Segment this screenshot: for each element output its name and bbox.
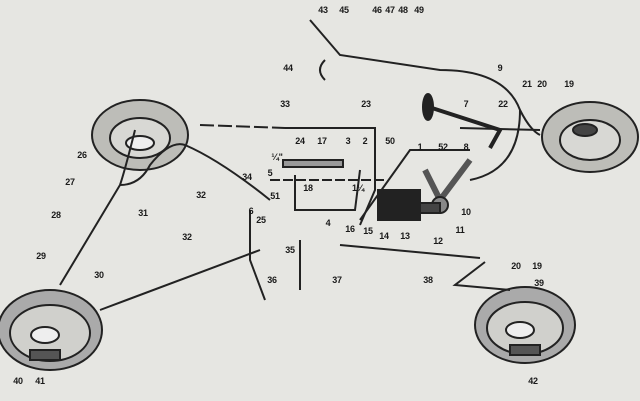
part-label: 13 [400, 231, 410, 241]
brake-lines [59, 19, 541, 311]
part-label: 46 [372, 5, 382, 15]
part-label: 1¼ [352, 183, 364, 193]
part-label: 15 [363, 226, 373, 236]
part-label: 17 [317, 136, 327, 146]
part-label: 50 [385, 136, 395, 146]
part-label: 36 [267, 275, 277, 285]
rear-right-brake-assembly [474, 286, 576, 364]
part-label: 21 [522, 79, 532, 89]
part-label: 38 [423, 275, 433, 285]
part-label: 44 [283, 63, 293, 73]
part-label: 7 [463, 99, 469, 109]
part-label: 20 [511, 261, 521, 271]
part-label: 6 [248, 206, 254, 216]
part-label: 10 [461, 207, 471, 217]
part-label: 3 [345, 136, 351, 146]
part-label: 37 [332, 275, 342, 285]
part-label: 30 [94, 270, 104, 280]
part-label: 33 [280, 99, 290, 109]
part-label: 16 [345, 224, 355, 234]
part-label: 28 [51, 210, 61, 220]
part-label: 27 [65, 177, 75, 187]
part-label: 42 [528, 376, 538, 386]
part-label: 49 [414, 5, 424, 15]
part-label: 39 [534, 278, 544, 288]
part-label: 11 [455, 225, 465, 235]
front-left-brake-drum [91, 99, 189, 171]
part-label: 47 [385, 5, 395, 15]
part-label: 26 [77, 150, 87, 160]
part-label: 45 [339, 5, 349, 15]
part-label: 52 [438, 142, 448, 152]
pedal-assembly [422, 93, 503, 214]
part-label: 43 [318, 5, 328, 15]
master-cylinder [377, 189, 441, 221]
part-label: 1 [417, 142, 423, 152]
part-label: 23 [361, 99, 371, 109]
part-label: ¼" [271, 152, 283, 162]
part-label: 12 [433, 236, 443, 246]
part-label: 22 [498, 99, 508, 109]
part-label: 14 [379, 231, 389, 241]
part-label: 29 [36, 251, 46, 261]
part-label: 25 [256, 215, 266, 225]
part-label: 5 [267, 168, 273, 178]
part-label: 48 [398, 5, 408, 15]
part-label: 31 [138, 208, 148, 218]
part-label: 9 [497, 63, 503, 73]
part-label: 32 [196, 190, 206, 200]
part-label: 51 [270, 191, 280, 201]
part-label: 18 [303, 183, 313, 193]
part-label: 4 [325, 218, 331, 228]
part-label: 24 [295, 136, 305, 146]
part-label: 32 [182, 232, 192, 242]
part-label: 20 [537, 79, 547, 89]
front-right-brake-drum [541, 101, 639, 173]
part-label: 8 [463, 142, 469, 152]
part-label: 35 [285, 245, 295, 255]
part-label: 40 [13, 376, 23, 386]
rear-left-brake-assembly [0, 289, 103, 371]
part-label: 34 [242, 172, 252, 182]
part-label: 19 [532, 261, 542, 271]
cross-shaft [282, 159, 361, 211]
part-label: 2 [362, 136, 368, 146]
part-label: 19 [564, 79, 574, 89]
part-label: 41 [35, 376, 45, 386]
